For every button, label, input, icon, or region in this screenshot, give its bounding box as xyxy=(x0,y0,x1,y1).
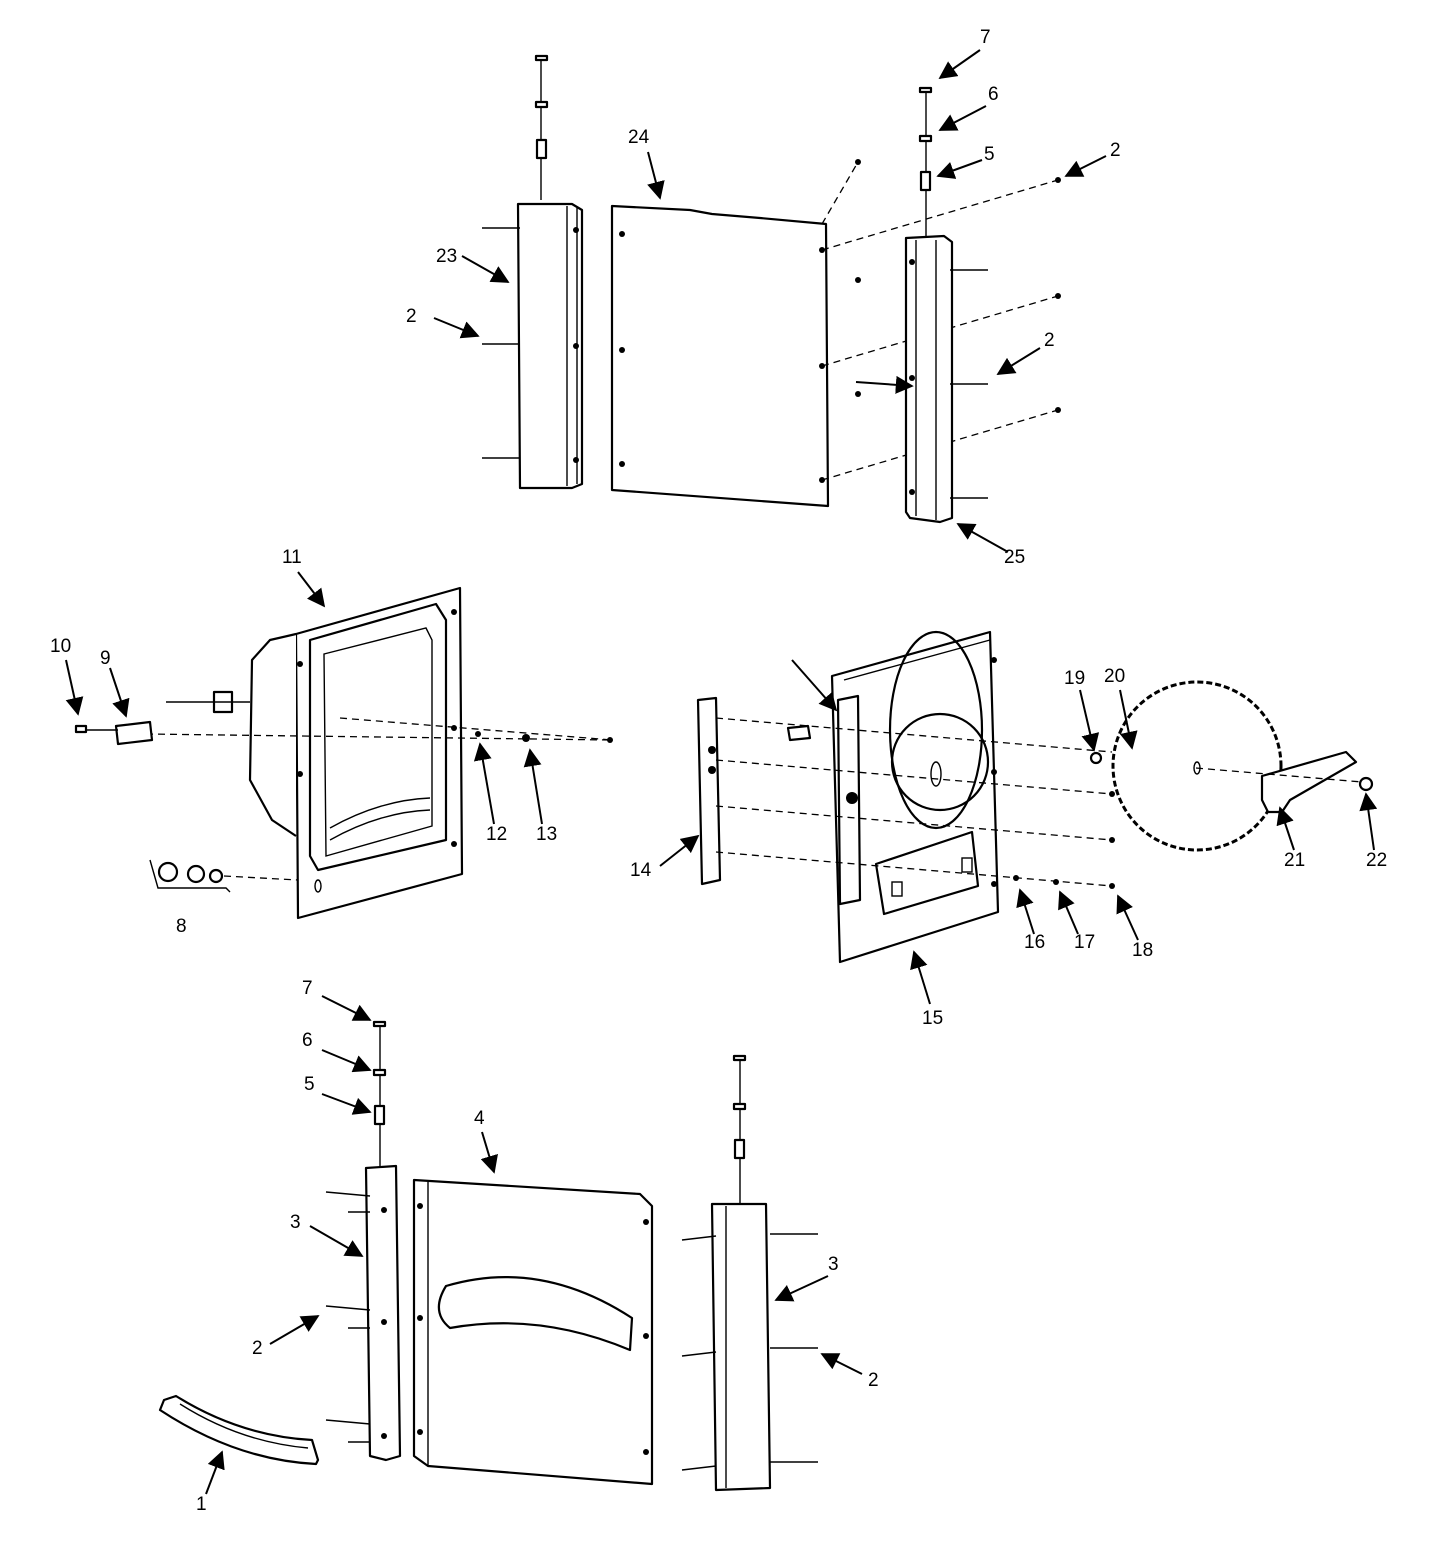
callout-5: 5 xyxy=(984,144,995,165)
callout-6: 6 xyxy=(988,84,999,105)
callout-19: 19 xyxy=(1064,668,1085,689)
wrench-part-21 xyxy=(1195,750,1374,814)
callout-5: 5 xyxy=(304,1074,315,1095)
callout-14: 14 xyxy=(630,860,652,881)
callout-8: 8 xyxy=(176,916,187,937)
side-panel-part-4 xyxy=(412,1178,654,1486)
back-panel-part-15 xyxy=(791,630,1000,964)
bevel-scale-part-1 xyxy=(158,1394,320,1466)
callout-13: 13 xyxy=(536,824,557,845)
callout-6: 6 xyxy=(302,1030,313,1051)
callout-2: 2 xyxy=(406,306,417,327)
callout-arrows xyxy=(65,49,1378,1495)
front-panel-part-11 xyxy=(248,586,464,920)
callout-7: 7 xyxy=(302,978,313,999)
knob-set-part-8 xyxy=(149,859,299,893)
callout-18: 18 xyxy=(1132,940,1153,961)
callout-17: 17 xyxy=(1074,932,1095,953)
rail-part-14 xyxy=(696,696,1113,887)
callout-11: 11 xyxy=(282,547,302,568)
callout-2: 2 xyxy=(868,1370,879,1391)
callout-3: 3 xyxy=(828,1254,839,1275)
leg-part-3-right xyxy=(681,1202,818,1492)
callout-15: 15 xyxy=(922,1008,943,1029)
top-left-leg-fasteners xyxy=(534,54,549,200)
callout-9: 9 xyxy=(100,648,111,669)
bevel-handle-parts-9-10 xyxy=(74,690,613,746)
callout-10: 10 xyxy=(50,636,71,657)
callout-3: 3 xyxy=(290,1212,301,1233)
bottom-right-leg-fasteners xyxy=(732,1054,747,1204)
callout-7: 7 xyxy=(980,27,991,48)
right-leg-part-23 xyxy=(482,202,584,490)
bottom-left-leg-fasteners xyxy=(372,1020,387,1168)
callout-2: 2 xyxy=(1110,140,1121,161)
callout-24: 24 xyxy=(628,127,650,148)
callout-16: 16 xyxy=(1024,932,1045,953)
top-right-leg-fasteners xyxy=(918,86,933,236)
side-panel-part-24 xyxy=(610,159,1061,508)
callout-2: 2 xyxy=(252,1338,263,1359)
callout-2: 2 xyxy=(1044,330,1055,351)
callout-20: 20 xyxy=(1104,666,1125,687)
callout-4: 4 xyxy=(474,1108,485,1129)
callout-labels: 7 6 5 2 24 23 2 2 25 11 10 9 12 13 8 19 … xyxy=(50,27,1387,1515)
callout-12: 12 xyxy=(486,824,507,845)
callout-25: 25 xyxy=(1004,547,1025,568)
callout-22: 22 xyxy=(1366,850,1387,871)
leg-part-3-left xyxy=(325,1164,402,1462)
callout-23: 23 xyxy=(436,246,457,267)
saw-blade xyxy=(1111,680,1283,852)
callout-21: 21 xyxy=(1284,850,1305,871)
left-leg-part-25 xyxy=(855,234,988,524)
callout-1: 1 xyxy=(196,1494,207,1515)
